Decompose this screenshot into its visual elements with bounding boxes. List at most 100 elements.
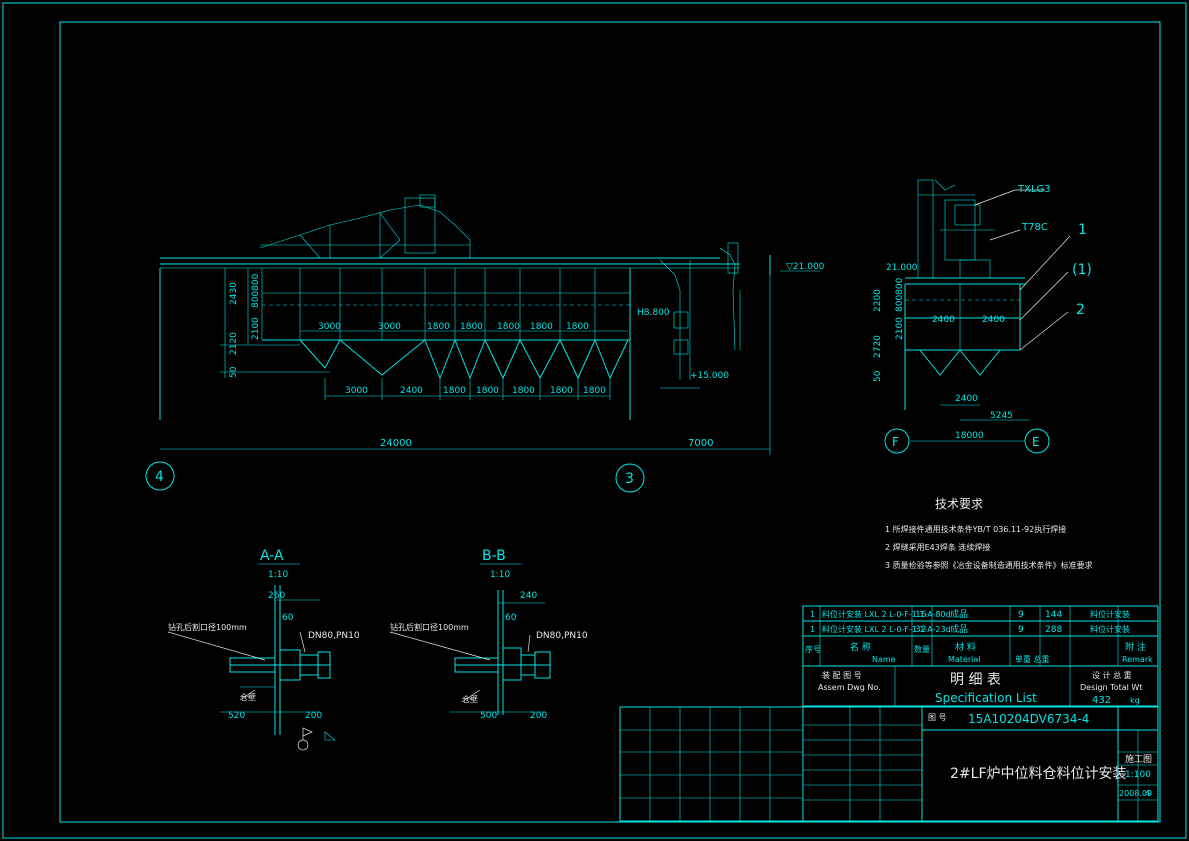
udim-6: 1800 bbox=[566, 322, 589, 332]
udim-0: 3000 bbox=[318, 322, 341, 332]
row1-unitwt: 9 bbox=[1018, 610, 1024, 620]
row2-code: 料位计安装 LXL 2 L-0-F-1 1-A-23d bbox=[822, 624, 951, 634]
aa-dim-3: 200 bbox=[305, 711, 322, 721]
section-bb-scale: 1:10 bbox=[490, 570, 510, 580]
aa-label-hole: 钻孔后割口径100mm bbox=[168, 622, 247, 632]
assembly-cn: 装 配 图 号 bbox=[822, 670, 862, 680]
bb-dim-3: 200 bbox=[530, 711, 547, 721]
udim-5: 1800 bbox=[530, 322, 553, 332]
axis-4: 4 bbox=[155, 469, 164, 485]
hdr-note-cn: 附 注 bbox=[1125, 641, 1146, 653]
drawing-title: 2#LF炉中位料仓料位计安装 bbox=[950, 766, 1127, 782]
aa-label-pipe: 仓壁 bbox=[240, 692, 256, 702]
udim-3: 1800 bbox=[460, 322, 483, 332]
aa-dim-0: 260 bbox=[268, 591, 285, 601]
bb-dim-0: 240 bbox=[520, 591, 537, 601]
odim-1: 7000 bbox=[688, 438, 713, 449]
side-vdim-1: 2200 bbox=[873, 289, 883, 312]
tech-item-2: 2 焊缝采用E43焊条 连续焊接 bbox=[885, 542, 990, 552]
row1-code: 料位计安装 LXL 2 L-0-F-1 1-A-80d bbox=[822, 609, 951, 619]
date: 2008.09 bbox=[1119, 789, 1152, 798]
hdr-wt: 单重 总重 bbox=[1015, 654, 1050, 664]
total-unit: kg bbox=[1130, 696, 1140, 705]
row2-no: 1 bbox=[810, 625, 815, 634]
hdr-qty: 数量 bbox=[914, 644, 930, 654]
section-aa-scale: 1:10 bbox=[268, 570, 288, 580]
tech-item-3: 3 质量检验等参照《冶金设备制造通用技术条件》标准要求 bbox=[885, 560, 1093, 570]
udim-1: 3000 bbox=[378, 322, 401, 332]
main-elevation: ▽21.000 H8.800 +15.000 2430 800800 2120 … bbox=[145, 194, 825, 493]
row1-note: 料位计安装 bbox=[1090, 609, 1130, 619]
ldim-3: 1800 bbox=[476, 386, 499, 396]
row1-mat: 成品 bbox=[950, 608, 968, 620]
ldim-2: 1800 bbox=[443, 386, 466, 396]
ldim-4: 1800 bbox=[512, 386, 535, 396]
aa-dim-2: 520 bbox=[228, 711, 245, 721]
vdim-0: 2430 bbox=[229, 282, 239, 305]
bb-dim-1: 60 bbox=[505, 613, 517, 623]
assembly-en: Assem Dwg No. bbox=[818, 683, 881, 692]
row1-no: 1 bbox=[810, 610, 815, 619]
callout-1: 1 bbox=[1078, 222, 1087, 238]
axis-e: E bbox=[1032, 435, 1040, 449]
hdr-mat-en: Material bbox=[948, 655, 981, 664]
side-elev-top: 21.000 bbox=[886, 263, 918, 273]
axis-f: F bbox=[892, 435, 899, 449]
side-udim-0: 2400 bbox=[932, 315, 955, 325]
side-ldim-0: 2400 bbox=[955, 394, 978, 404]
dwg-no: 15A10204DV6734-4 bbox=[968, 712, 1089, 726]
section-a-a: A-A 1:10 260 60 520 200 钻孔后割口径100mm DN80… bbox=[167, 548, 360, 751]
dwg-no-label: 图 号 bbox=[928, 713, 947, 722]
spec-en: Specification List bbox=[935, 691, 1037, 705]
row1-totalwt: 144 bbox=[1045, 610, 1062, 620]
row2-mat: 成品 bbox=[950, 623, 968, 635]
aa-dim-1: 60 bbox=[282, 613, 294, 623]
row2-unitwt: 9 bbox=[1018, 625, 1024, 635]
hdr-note-en: Remark bbox=[1122, 655, 1153, 664]
bb-label-hole: 钻孔后割口径100mm bbox=[390, 622, 469, 632]
stage: 施工图 bbox=[1125, 753, 1152, 765]
elev-mid: H8.800 bbox=[637, 308, 670, 318]
total-en: Design Total Wt bbox=[1080, 683, 1142, 692]
bb-label-flange: DN80,PN10 bbox=[536, 631, 588, 641]
hdr-mat-cn: 材 料 bbox=[955, 641, 976, 653]
label-txlg3: TXLG3 bbox=[1017, 184, 1051, 195]
elev-top: ▽21.000 bbox=[786, 262, 825, 272]
row2-qty: 32 bbox=[915, 625, 926, 635]
hdr-name-en: Name bbox=[872, 655, 896, 664]
side-vdim-0: 800800 bbox=[895, 277, 905, 312]
tech-title: 技术要求 bbox=[935, 497, 983, 511]
tech-item-1: 1 所焊接件通用技术条件YB/T 036.11-92执行焊接 bbox=[885, 524, 1066, 534]
side-vdim-2: 2100 bbox=[895, 317, 905, 340]
hdr-name-cn: 名 称 bbox=[850, 641, 871, 653]
page: 4 bbox=[1145, 789, 1150, 798]
odim-0: 24000 bbox=[380, 438, 412, 449]
spec-cn: 明 细 表 bbox=[950, 672, 1001, 688]
ldim-6: 1800 bbox=[583, 386, 606, 396]
section-aa-title: A-A bbox=[260, 548, 284, 564]
total-cn: 设 计 总 重 bbox=[1092, 670, 1132, 680]
side-vdim-4: 50 bbox=[873, 370, 883, 382]
side-vdim-3: 2720 bbox=[873, 335, 883, 358]
axis-3: 3 bbox=[625, 471, 634, 487]
vdim-1: 800800 bbox=[251, 273, 261, 308]
callout-2: 2 bbox=[1076, 302, 1085, 318]
hdr-no: 序号 bbox=[805, 644, 821, 654]
vdim-3: 2100 bbox=[251, 317, 261, 340]
side-ldim-2: 18000 bbox=[955, 431, 984, 441]
side-elevation: TXLG3 T78C 1 (1) 2 21.000 800800 2200 21… bbox=[873, 179, 1092, 454]
section-b-b: B-B 1:10 240 60 500 200 钻孔后割口径100mm DN80… bbox=[389, 548, 588, 721]
row2-note: 料位计安装 bbox=[1090, 624, 1130, 634]
udim-2: 1800 bbox=[427, 322, 450, 332]
side-ldim-1: 5245 bbox=[990, 411, 1013, 421]
udim-4: 1800 bbox=[497, 322, 520, 332]
parts-list: 1 料位计安装 LXL 2 L-0-F-1 1-A-80d 16 成品 9 14… bbox=[802, 605, 1159, 707]
total-value: 432 bbox=[1092, 695, 1111, 706]
section-bb-title: B-B bbox=[482, 548, 506, 564]
side-udim-1: 2400 bbox=[982, 315, 1005, 325]
title-block: 图 号 15A10204DV6734-4 2#LF炉中位料仓料位计安装 施工图 … bbox=[619, 706, 1159, 822]
elev-low: +15.000 bbox=[690, 371, 729, 381]
scale: 1:100 bbox=[1125, 770, 1151, 780]
ldim-0: 3000 bbox=[345, 386, 368, 396]
